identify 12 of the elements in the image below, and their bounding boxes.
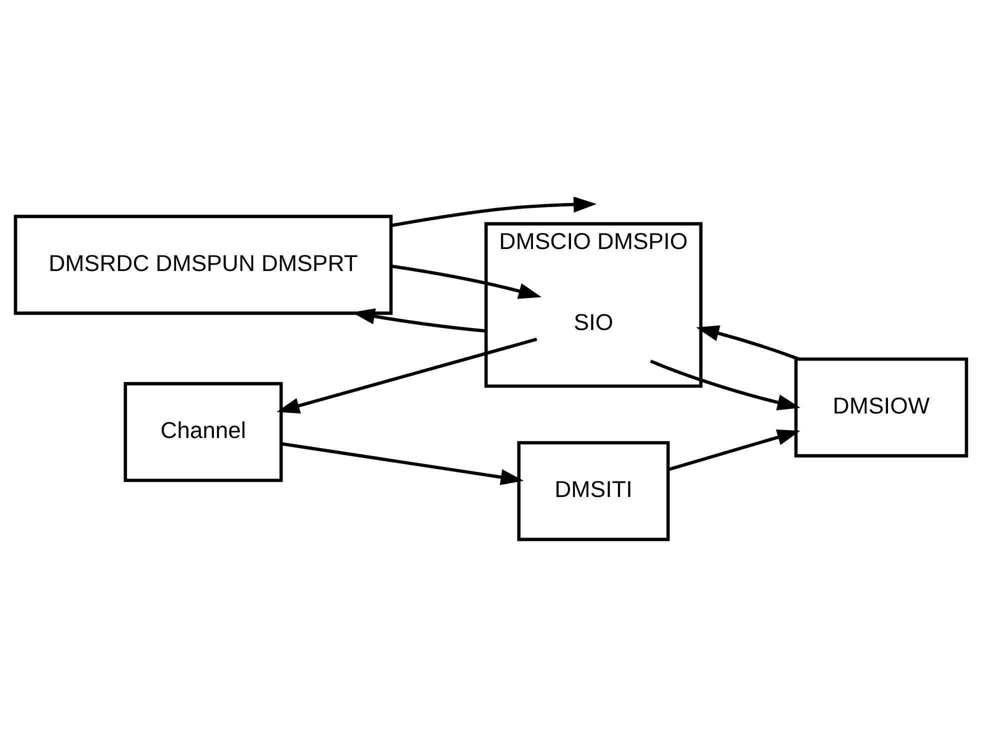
arrow [650,359,800,410]
node-box: DMSIOW [794,356,968,457]
arrow [281,442,524,485]
arrow [276,337,538,414]
node-box: DMSITI [517,440,670,541]
arrow [390,196,597,227]
node-box: DMSRDC DMSPUN DMSPRT [14,214,393,314]
arrow [696,324,800,360]
arrow [668,429,800,471]
arrow [390,264,542,298]
node-box: Channel [124,382,283,482]
node-text: SIO [574,308,614,334]
